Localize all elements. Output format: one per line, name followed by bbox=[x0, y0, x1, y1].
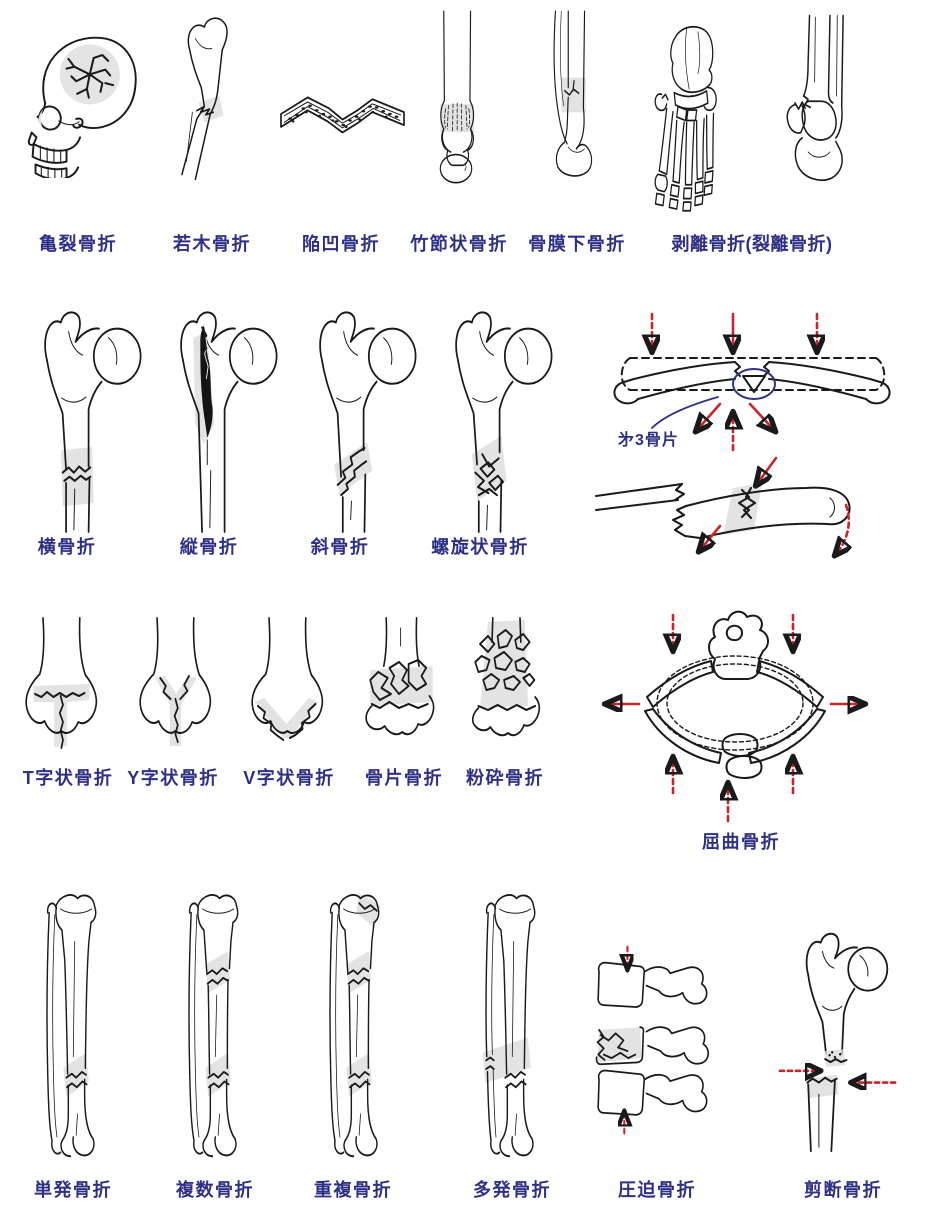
greenstick-fracture-illustration bbox=[181, 17, 228, 181]
foot-avulsion-illustration bbox=[654, 26, 717, 212]
figure-caption: 竹節状骨折 bbox=[410, 234, 508, 254]
figure-caption: 若木骨折 bbox=[173, 234, 251, 254]
torus-fracture-illustration bbox=[439, 10, 475, 184]
figure-caption: 骨膜下骨折 bbox=[528, 234, 626, 254]
figure-caption: T字状骨折 bbox=[22, 768, 114, 788]
figure-caption: 螺旋状骨折 bbox=[431, 537, 529, 557]
figure-caption: 剥離骨折(裂離骨折) bbox=[671, 234, 833, 254]
segmental-fracture-illustration bbox=[329, 893, 381, 1158]
skull-fissure-fracture-illustration bbox=[27, 36, 137, 178]
figure-caption: 斜骨折 bbox=[310, 537, 370, 557]
depression-fracture-illustration bbox=[280, 96, 405, 134]
figure-caption: 陥凹骨折 bbox=[302, 234, 380, 254]
ankle-avulsion-illustration bbox=[786, 14, 844, 182]
t-shaped-fracture-illustration bbox=[25, 617, 98, 750]
subperiosteal-fracture-illustration bbox=[553, 10, 593, 177]
figure-caption: 剪断骨折 bbox=[804, 1180, 882, 1200]
figure-caption: 重複骨折 bbox=[314, 1180, 392, 1200]
spiral-fracture-illustration bbox=[455, 311, 553, 533]
multifocal-fracture-illustration bbox=[482, 894, 536, 1158]
figure-caption: 多発骨折 bbox=[473, 1180, 551, 1200]
figure-caption: V字状骨折 bbox=[243, 768, 335, 788]
figure-caption: 横骨折 bbox=[37, 537, 97, 557]
bone-fragment-fracture-illustration bbox=[365, 617, 435, 736]
third-fragment-annotation: 㐧3骨片 bbox=[618, 432, 679, 449]
compression-fracture-illustration bbox=[595, 945, 709, 1135]
multiple-fracture-illustration bbox=[188, 894, 239, 1158]
figure-caption: 単発骨折 bbox=[34, 1180, 112, 1200]
figure-caption: 亀裂骨折 bbox=[39, 234, 117, 254]
figure-caption: 圧迫骨折 bbox=[618, 1180, 696, 1200]
figure-caption: 縦骨折 bbox=[179, 537, 239, 557]
figure-caption: 粉砕骨折 bbox=[466, 768, 544, 788]
figure-caption: 骨片骨折 bbox=[365, 768, 443, 788]
figure-caption: 屈曲骨折 bbox=[702, 832, 780, 852]
third-fragment-bending-diagram bbox=[595, 312, 891, 560]
v-shaped-fracture-illustration bbox=[251, 617, 324, 742]
longitudinal-fracture-illustration bbox=[180, 311, 278, 533]
figure-caption: 複数骨折 bbox=[176, 1180, 254, 1200]
figure-caption: Y字状骨折 bbox=[127, 768, 219, 788]
bending-fracture-diagram bbox=[595, 610, 925, 823]
single-fracture-illustration bbox=[46, 894, 97, 1158]
shear-fracture-illustration bbox=[778, 932, 897, 1153]
transverse-fracture-illustration bbox=[44, 311, 142, 533]
comminuted-fracture-illustration bbox=[471, 617, 541, 737]
oblique-fracture-illustration bbox=[319, 311, 417, 533]
y-shaped-fracture-illustration bbox=[139, 617, 212, 746]
